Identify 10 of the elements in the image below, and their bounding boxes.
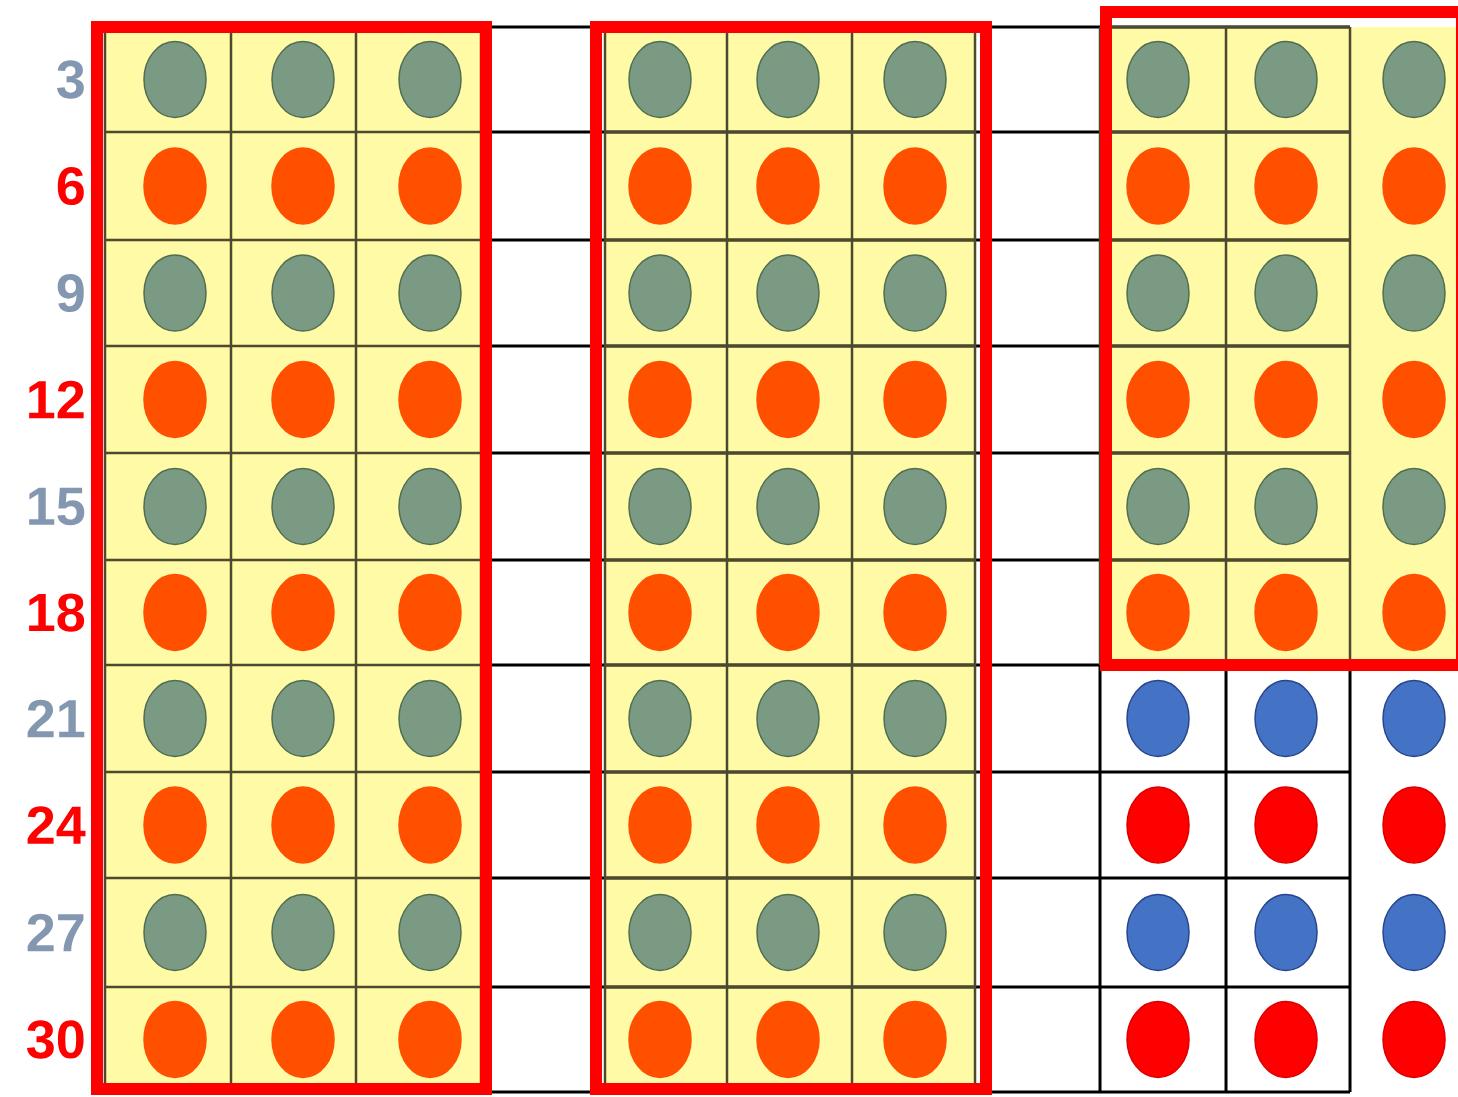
row-number: 27: [27, 913, 84, 952]
row-number: 30: [27, 1020, 84, 1059]
row-number: 12: [29, 380, 84, 419]
row-number: 15: [29, 487, 85, 526]
row-number: 18: [29, 593, 85, 632]
row-number: 6: [57, 166, 84, 206]
row-number: 3: [57, 60, 84, 99]
row-number: 24: [27, 806, 86, 844]
row-number: 9: [57, 273, 84, 313]
row-number: 21: [27, 699, 85, 738]
